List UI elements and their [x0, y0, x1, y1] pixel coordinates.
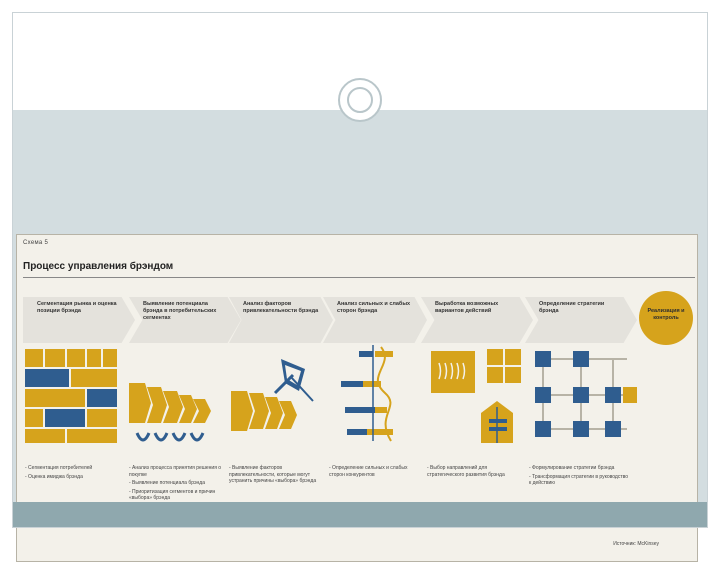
bullet-item: - Выбор направлений для стратегического …	[427, 465, 517, 478]
segmentation-grid-illustration	[25, 349, 119, 445]
step-6-label: Определение стратегии брэнда	[539, 301, 623, 315]
scheme-label: Схема 5	[23, 240, 48, 246]
potential-chevrons-illustration	[129, 383, 227, 455]
step-4-label: Анализ сильных и слабых сторон брэнда	[337, 301, 413, 315]
step-3-label: Анализ факторов привлекательности брэнда	[243, 301, 319, 315]
options-illustration	[431, 347, 523, 447]
bullets-column-3: - Выявление факторов привлекательности, …	[229, 465, 321, 487]
step-2-label: Выявление потенциала брэнда в потребител…	[143, 301, 227, 322]
source-note: Источник: McKinsey	[613, 541, 659, 547]
bullets-column-6: - Формулирование стратегии брэнда - Тран…	[529, 465, 629, 489]
bullets-column-5: - Выбор направлений для стратегического …	[427, 465, 517, 480]
step-3: Анализ факторов привлекательности брэнда	[229, 297, 333, 343]
bullet-item: - Формулирование стратегии брэнда	[529, 465, 629, 472]
bullets-column-1: - Сегментация потребителей - Оценка имид…	[25, 465, 117, 482]
bullet-item: - Выявление факторов привлекательности, …	[229, 465, 321, 485]
bullet-item: - Сегментация потребителей	[25, 465, 117, 472]
step-5-label: Выработка возможных вариантов действий	[435, 301, 519, 315]
step-1-label: Сегментация рынка и оценка позиции брэнд…	[37, 301, 121, 315]
attractiveness-factors-illustration	[231, 353, 325, 435]
strengths-weaknesses-illustration	[335, 345, 415, 445]
step-6: Определение стратегии брэнда	[525, 297, 637, 343]
diagram-title: Процесс управления брэндом	[23, 261, 173, 272]
bullets-column-4: - Определение сильных и слабых сторон ко…	[329, 465, 419, 480]
circle-ornament-icon	[338, 78, 382, 122]
step-1: Сегментация рынка и оценка позиции брэнд…	[23, 297, 135, 343]
bullet-item: - Выявление потенциала брэнда	[129, 480, 225, 487]
bullet-item: - Трансформация стратегии в руководство …	[529, 474, 629, 487]
step-final-label: Реализация и контроль	[643, 308, 689, 322]
step-5: Выработка возможных вариантов действий	[421, 297, 533, 343]
step-4: Анализ сильных и слабых сторон брэнда	[323, 297, 427, 343]
content-band: Схема 5 Процесс управления брэндом Сегме…	[12, 110, 708, 502]
footer-strip	[12, 502, 708, 528]
strategy-network-illustration	[533, 349, 639, 443]
bullet-item: - Оценка имиджа брэнда	[25, 474, 117, 481]
bullet-item: - Приоритизация сегментов и причин «выбо…	[129, 489, 225, 502]
bullet-item: - Анализ процесса принятия решения о пок…	[129, 465, 225, 478]
bullets-column-2: - Анализ процесса принятия решения о пок…	[129, 465, 225, 504]
step-final: Реализация и контроль	[639, 291, 693, 345]
title-divider	[23, 277, 695, 278]
step-2: Выявление потенциала брэнда в потребител…	[129, 297, 241, 343]
bullet-item: - Определение сильных и слабых сторон ко…	[329, 465, 419, 478]
